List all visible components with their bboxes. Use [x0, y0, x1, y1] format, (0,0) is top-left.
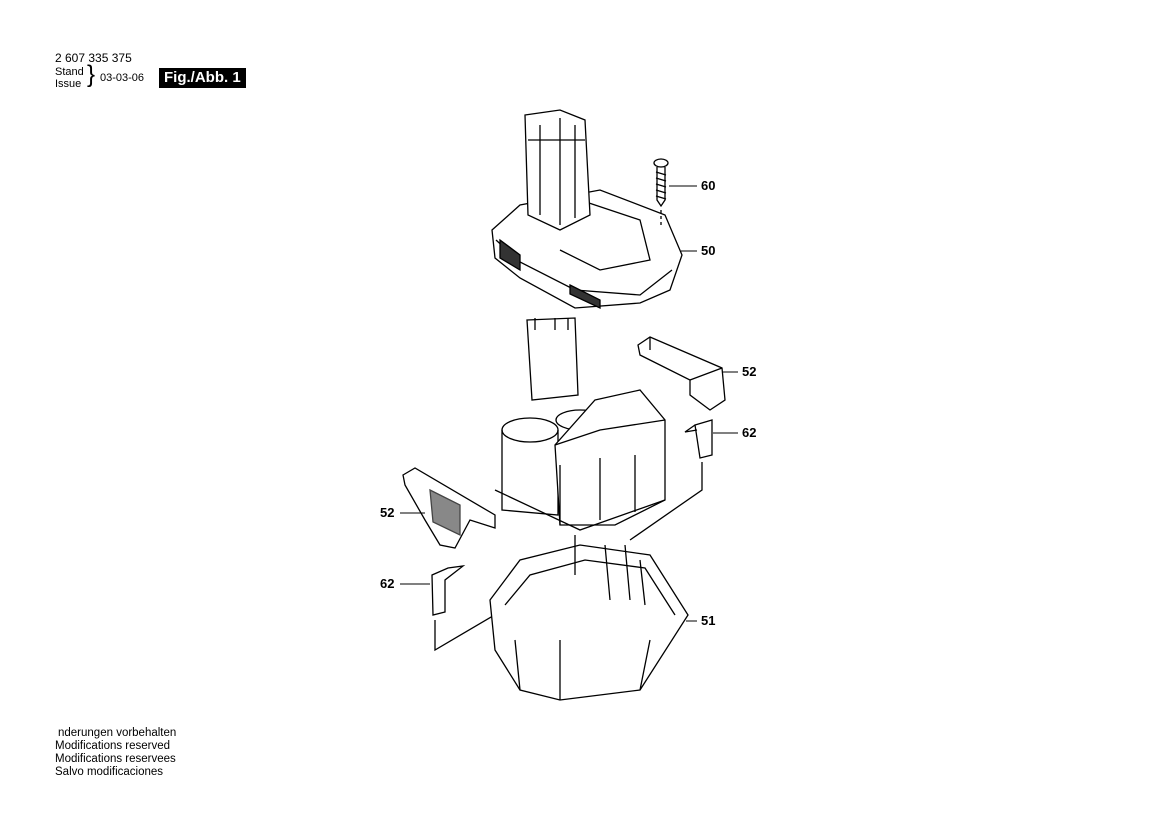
clip-right-drawing — [637, 336, 726, 411]
modifications-notice: nderungen vorbehalten Modifications rese… — [55, 727, 176, 779]
document-number: 2 607 335 375 — [55, 51, 132, 65]
callout-51: 51 — [701, 613, 716, 628]
callout-60: 60 — [701, 178, 716, 193]
footer-line-en: Modifications reserved — [55, 740, 171, 752]
brace: } — [87, 61, 96, 88]
screw-drawing — [653, 158, 669, 225]
footer-line-es: Salvo modificaciones — [55, 766, 164, 778]
footer-line-fr: Modifications reservees — [55, 753, 176, 765]
callout-52-right: 52 — [742, 364, 757, 379]
battery-cell-pack-drawing — [494, 317, 666, 531]
callout-52-left: 52 — [380, 505, 395, 520]
top-housing-drawing — [491, 109, 683, 310]
stand-issue-label: Stand Issue — [55, 66, 84, 90]
callout-62-right: 62 — [742, 425, 757, 440]
clip-left-drawing — [402, 467, 496, 549]
footer-line-de: nderungen vorbehalten — [58, 727, 177, 739]
leader-lines — [400, 185, 738, 622]
figure-label: Fig./Abb. 1 — [159, 68, 246, 88]
callout-62-left: 62 — [380, 576, 395, 591]
issue-date: 03-03-06 — [100, 72, 145, 84]
stand-label: Stand — [55, 66, 84, 78]
spring-right-drawing — [629, 419, 713, 541]
bottom-housing-drawing — [489, 535, 689, 701]
issue-label: Issue — [55, 78, 82, 90]
callout-50: 50 — [701, 243, 716, 258]
